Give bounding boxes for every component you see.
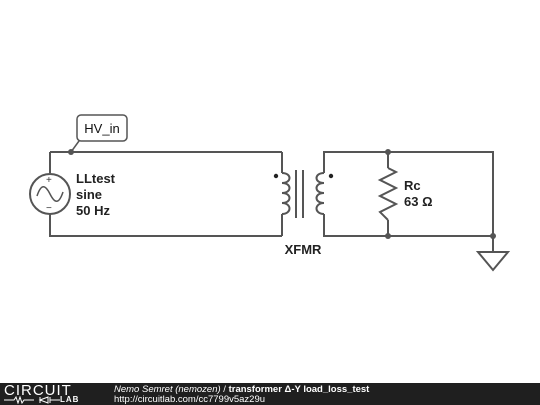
ground-icon[interactable] bbox=[475, 251, 511, 272]
resistor[interactable] bbox=[377, 167, 399, 221]
source-name: LLtest bbox=[76, 171, 116, 186]
primary-dot bbox=[273, 173, 279, 179]
transformer-name: XFMR bbox=[285, 242, 322, 257]
logo-circuit-text: CIRCUIT bbox=[4, 382, 72, 399]
source-frequency: 50 Hz bbox=[76, 203, 110, 218]
transformer[interactable] bbox=[273, 170, 334, 218]
bottom-junction bbox=[385, 233, 391, 239]
minus-sign: − bbox=[46, 203, 52, 214]
node-label-hv-in[interactable]: HV_in bbox=[70, 114, 128, 153]
plus-sign: + bbox=[46, 175, 52, 186]
resistor-value: 63 Ω bbox=[404, 194, 433, 209]
circuit-url[interactable]: http://circuitlab.com/cc7799v5az29u bbox=[114, 394, 266, 405]
logo-wave-icon bbox=[4, 396, 60, 404]
footer-meta: Nemo Semret (nemozen) / transformer Δ-Y … bbox=[114, 384, 369, 395]
voltage-source[interactable]: + − bbox=[29, 173, 71, 215]
footer-bar: CIRCUIT LAB Nemo Semret (nemozen) / tran… bbox=[0, 382, 540, 405]
ground-junction bbox=[490, 233, 496, 239]
primary-wires bbox=[49, 151, 283, 237]
circuit-schematic: HV_in + − LLtest sine 50 Hz XFMR Rc 63 Ω bbox=[29, 114, 511, 272]
meta-separator: / bbox=[220, 384, 229, 395]
secondary-dot bbox=[328, 173, 334, 179]
node-label-text: HV_in bbox=[84, 121, 119, 136]
top-junction bbox=[385, 149, 391, 155]
author-link[interactable]: Nemo Semret (nemozen) bbox=[114, 384, 221, 395]
logo-lab-text: LAB bbox=[60, 395, 80, 404]
resistor-name: Rc bbox=[404, 178, 421, 193]
circuit-title[interactable]: transformer Δ-Y load_loss_test bbox=[228, 384, 370, 395]
source-waveform: sine bbox=[76, 187, 102, 202]
circuitlab-logo[interactable]: CIRCUIT LAB bbox=[4, 382, 100, 404]
